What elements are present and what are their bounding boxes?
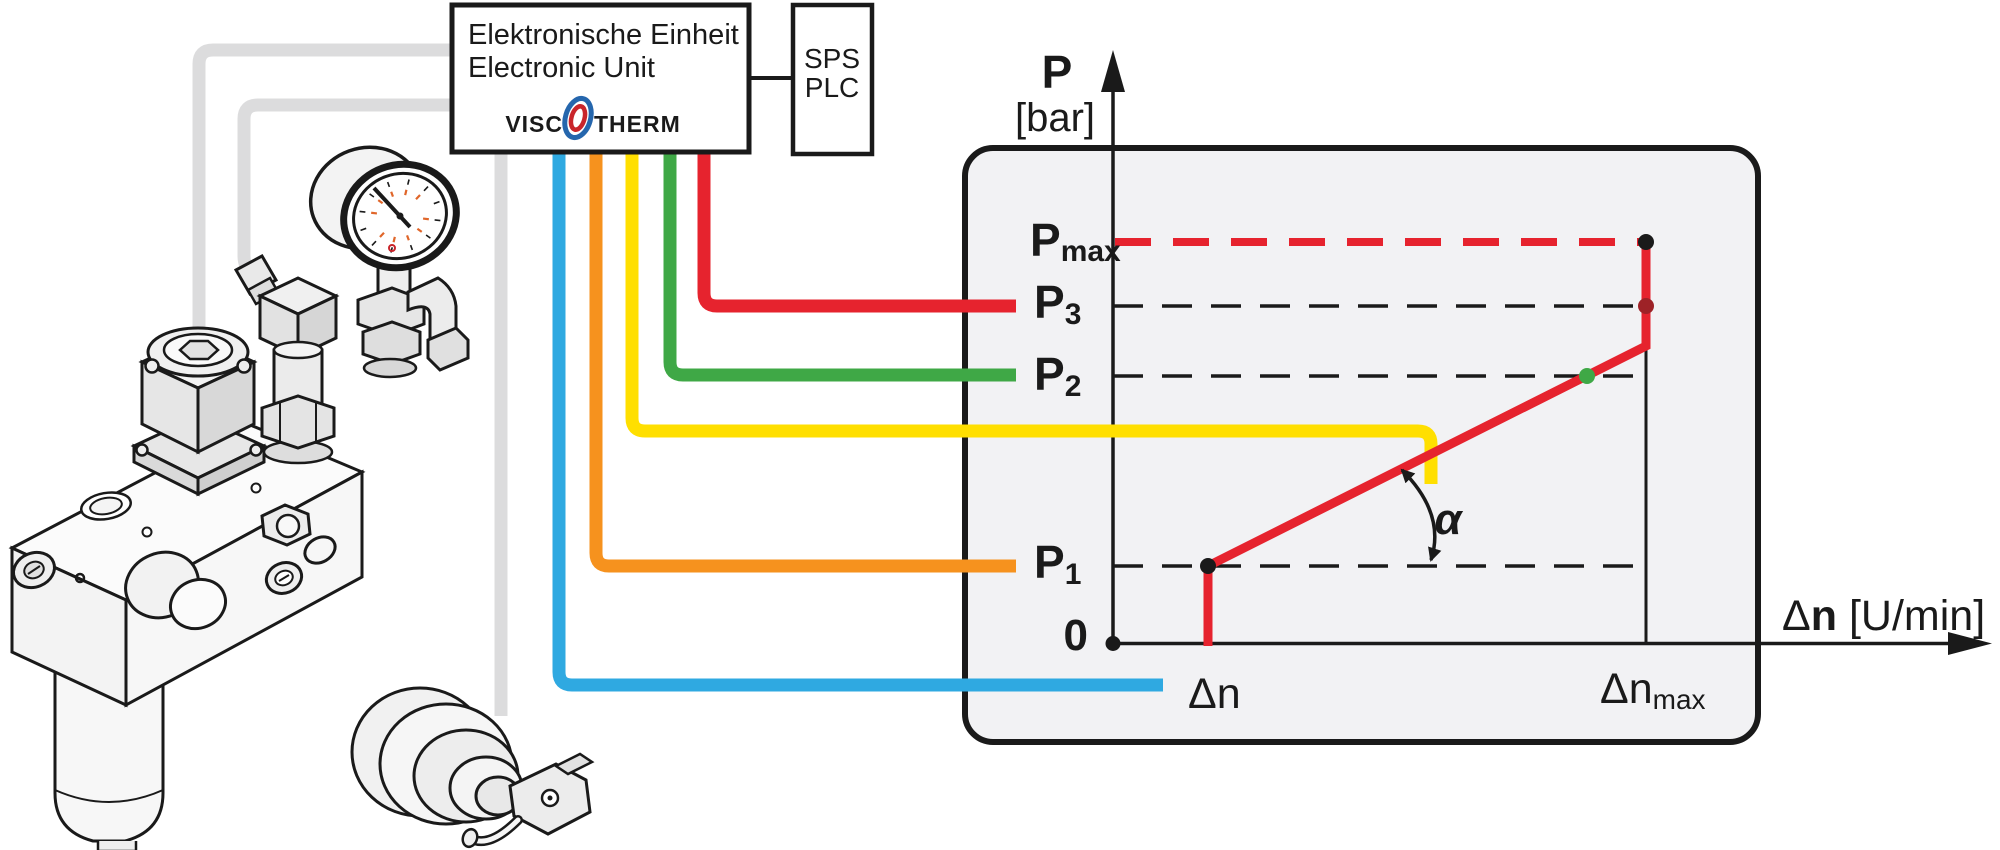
pmax-point [1638,234,1654,250]
control-curve-group [1105,234,1654,651]
alpha-angle-arc [1400,468,1442,562]
x-axis-arrow-icon [1948,632,1992,655]
gauge-scale-marks [371,189,429,243]
chart-panel-background [962,145,1761,745]
p3-point [1638,298,1654,314]
gauge-needle [372,186,412,229]
viscotherm-logo: VISC THERM [505,95,681,141]
plc-label-line2: PLC [805,72,859,103]
control-curve [1203,242,1651,646]
stem-hex-nut [361,320,422,366]
p1-point [1200,558,1216,574]
gauge-stem [356,256,470,379]
y-axis-arrow-icon [1101,50,1125,92]
alpha-label: α [1434,495,1463,544]
block-ports [12,503,337,631]
top-small-hole [141,526,153,538]
bolt [135,443,149,457]
p3-label: P3 [1034,276,1081,331]
pump-motor [350,686,595,849]
pmax-label: Pmax [1030,214,1121,268]
electronic-unit-title-de: Elektronische Einheit [468,19,739,51]
solenoid-valve [130,326,268,497]
y-axis-unit: [bar] [1015,96,1095,140]
signal-lines [552,148,1438,692]
delta-n-label: Δn [1188,670,1241,718]
p2-label: P2 [1034,348,1081,403]
signal-line-yellow-ramp [625,148,1438,484]
chart-labels: P [bar] Pmax P3 P2 P1 0 Δn Δnmax Δn [U/m… [1015,46,1985,718]
gauge-logo-mark [388,244,396,252]
signal-line-green-p2 [663,148,1016,382]
bolt [144,358,160,374]
elbow-hex [426,326,470,372]
zero-label: 0 [1064,611,1088,660]
plc-label-line1: SPS [804,43,860,74]
origin-point [1105,636,1121,651]
viscotherm-ring-icon-outer [562,95,594,141]
signal-line-blue-delta-n [552,148,1163,692]
gauge-face-ticks [359,179,441,253]
hydraulic-unit-illustration [8,43,595,850]
x-axis-label: Δn [U/min] [1782,592,1985,640]
pressure-gauge [308,145,460,272]
sensor-hex-nut [260,394,336,450]
plc-box: SPS PLC [790,2,875,157]
p2-point [1579,368,1595,384]
top-small-hole-2 [250,482,262,494]
wire-solenoid-valve [192,43,452,344]
viscotherm-logo-text-pre: VISC [505,111,563,137]
p1-label: P1 [1034,536,1081,591]
y-axis-label: P [1042,46,1073,98]
bolt [236,358,252,374]
viscotherm-logo-text-post: THERM [594,111,681,137]
solenoid-hex-bolt [178,339,220,361]
delta-n-max-label: Δnmax [1600,665,1706,715]
pressure-sensor [233,253,340,465]
electronic-unit-title-en: Electronic Unit [468,52,655,84]
chart-panel [962,50,1992,745]
signal-line-red-p3 [697,148,1016,313]
viscotherm-ring-icon-inner [568,104,588,132]
signal-line-orange-p1 [589,148,1016,573]
bolt [249,443,263,457]
electronic-unit-box: Elektronische Einheit Electronic Unit VI… [449,2,752,155]
front-small-hole [74,572,86,584]
seal-ring [303,535,337,565]
pipe-nozzle [461,827,479,849]
